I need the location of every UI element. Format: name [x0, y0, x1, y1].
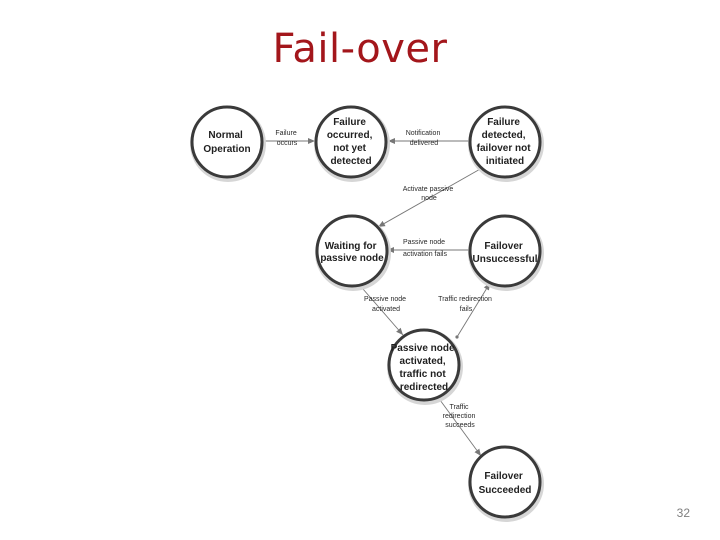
state-failure-occurred: Failure occurred, not yet detected — [314, 105, 390, 182]
edge-activate-passive — [377, 167, 483, 228]
transition-labels: Failure occurs Notification delivered Ac… — [275, 130, 494, 429]
label-redirection-fails: Traffic redirection fails — [438, 296, 494, 313]
svg-text:Passive node activated,: Passive node activated, traffic not redi… — [391, 343, 458, 393]
state-failure-detected: Failure detected, failover not initiated — [468, 105, 544, 182]
edge-redirection-fails — [456, 282, 491, 338]
edge-passive-activated — [355, 280, 404, 336]
state-failover-succeeded: Failover Succeeded — [468, 445, 544, 522]
svg-text:Waiting for passive node: Waiting for passive node — [320, 241, 384, 264]
svg-text:Failure occurred,: Failure occurred, not yet detected — [327, 117, 375, 167]
label-passive-activated: Passive node activated — [364, 296, 408, 313]
state-passive-node-activated: Passive node activated, traffic not redi… — [387, 328, 463, 405]
svg-text:Normal Operation: Normal Operation — [203, 130, 250, 155]
page-number: 32 — [676, 506, 690, 520]
slide-title: Fail-over — [272, 26, 448, 72]
state-waiting-for-passive-node: Waiting for passive node — [315, 214, 391, 291]
svg-text:Failover Succeeded: Failover Succeeded — [479, 471, 532, 496]
edge-redirection-succeeds — [439, 399, 482, 457]
svg-text:Failover Unsuccessful: Failover Unsuccessful — [472, 241, 537, 265]
label-redirection-succeeds: Traffic redirection succeeds — [443, 404, 478, 429]
label-notification-delivered: Notification delivered — [406, 130, 443, 147]
svg-text:Failure detected,: Failure detected, failover not initiated — [477, 117, 534, 167]
label-activate-passive: Activate passive node — [403, 186, 456, 202]
label-failure-occurs: Failure occurs — [275, 130, 298, 147]
state-normal-operation: Normal Operation — [190, 105, 266, 182]
label-activation-fails: Passive node activation fails — [403, 239, 447, 258]
state-failover-unsuccessful: Failover Unsuccessful — [468, 214, 544, 291]
